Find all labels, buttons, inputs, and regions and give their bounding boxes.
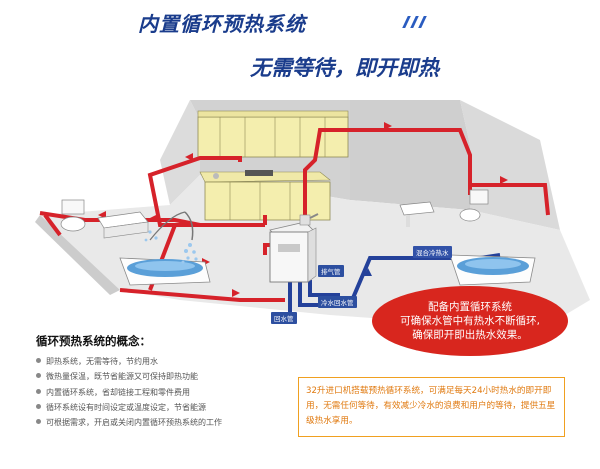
left-sink-toilet <box>60 199 149 239</box>
concept-item-text: 即热系统，无需等待，节约用水 <box>46 357 158 366</box>
bullet-icon <box>36 373 41 379</box>
callout-line: 配备内置循环系统 <box>428 301 512 313</box>
page-subtitle: 无需等待，即开即热 <box>250 56 439 80</box>
exhaust-pipe-label: 排气管 <box>318 265 344 277</box>
bullet-icon <box>36 358 41 363</box>
bullet-icon <box>36 419 41 425</box>
concept-item-text: 微热量保温，既节省能源又可保持即热功能 <box>46 372 198 382</box>
shower-spray <box>144 230 198 264</box>
right-sink-toilet <box>399 189 489 227</box>
concept-item: 即热系统，无需等待，节约用水 <box>36 354 306 369</box>
concept-heading: 循环预热系统的概念： <box>36 334 151 348</box>
concept-section: 循环预热系统的概念： 即热系统，无需等待，节约用水 微热量保温，既节省能源又可保… <box>36 333 306 430</box>
bullet-icon <box>36 388 41 394</box>
concept-item-text: 循环系统设有时间设定或温度设定，节省能源 <box>46 402 206 412</box>
bullet-icon <box>36 403 41 409</box>
lower-cabinets <box>199 170 331 221</box>
concept-item: 可根据需求，开启或关闭内置循环预热系统的工作 <box>36 415 306 430</box>
concept-item: 微热量保温，既节省能源又可保持即热功能 <box>36 369 306 384</box>
return-pipe-label: 回水管 <box>271 312 297 324</box>
upper-cabinets <box>197 110 349 158</box>
concept-item: 循环系统设有时间设定或温度设定，节省能源 <box>36 400 306 415</box>
cold-return-pipe-label: 冷水回水管 <box>318 296 357 308</box>
concept-item-text: 可根据需求，开启或关闭内置循环预热系统的工作 <box>46 418 222 428</box>
concept-item: 内置循环系统，省却链接工程和零件费用 <box>36 385 306 400</box>
concept-item-text: 内置循环系统，省却链接工程和零件费用 <box>46 387 190 397</box>
callout-line: 确保即开即出热水效果。 <box>412 329 528 341</box>
water-heater <box>269 213 319 283</box>
mixed-hot-water-label: 混合冷热水 <box>413 246 452 258</box>
recirculation-callout: 配备内置循环系统 可确保水管中有热水不断循环, 确保即开即出热水效果。 <box>372 286 568 356</box>
concept-list: 即热系统，无需等待，节约用水 微热量保温，既节省能源又可保持即热功能 内置循环系… <box>36 354 306 430</box>
info-box: 32升进口机搭载预热循环系统，可满足每天24小时热水的即开即用，无需任何等待，有… <box>298 377 565 437</box>
left-bathtub <box>119 211 211 286</box>
callout-line: 可确保水管中有热水不断循环, <box>400 315 540 327</box>
right-bathtub <box>449 254 536 286</box>
page-title: 内置循环预热系统 <box>138 12 306 36</box>
